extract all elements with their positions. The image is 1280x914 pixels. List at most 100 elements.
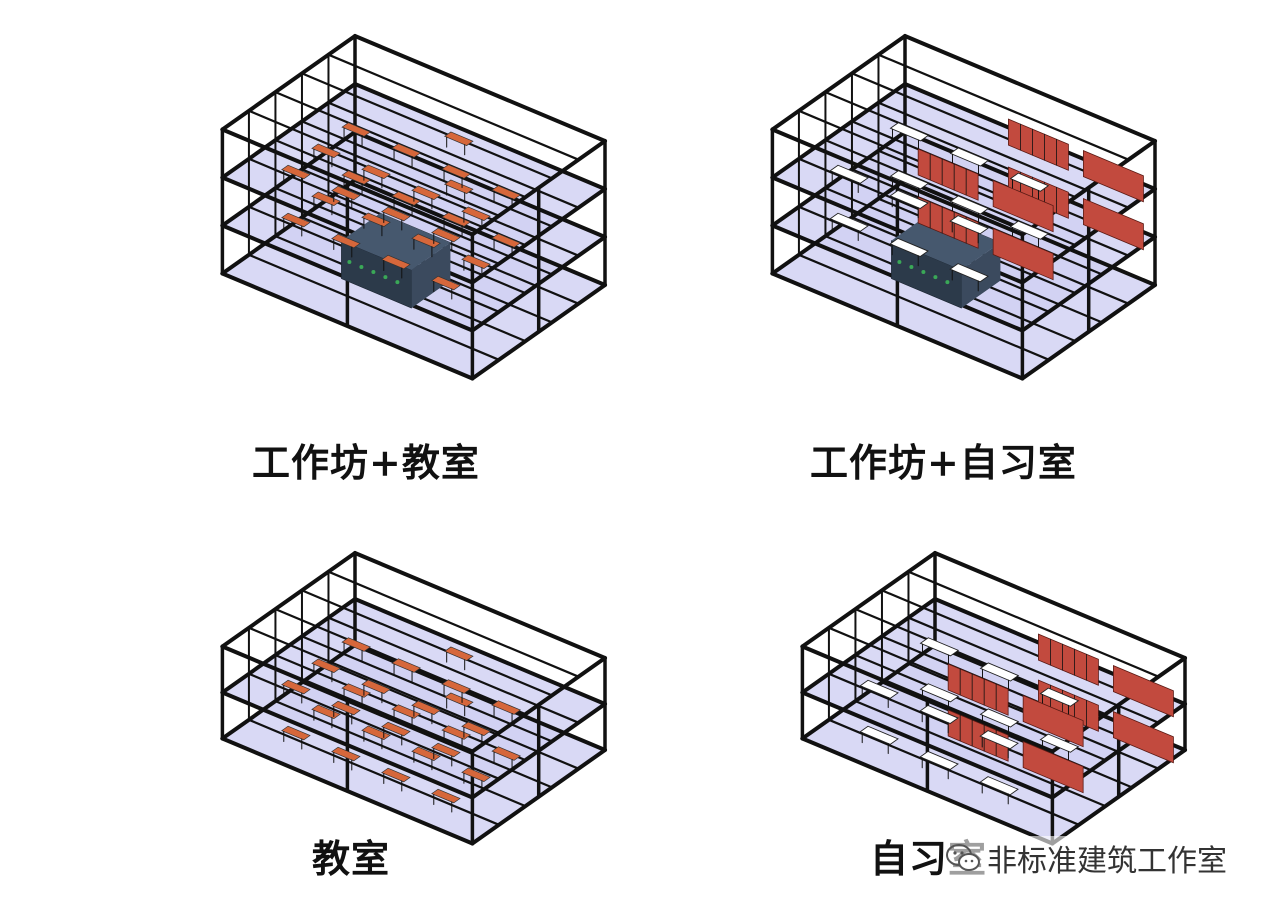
frame-beam xyxy=(353,34,607,143)
study-table xyxy=(859,725,899,745)
desk xyxy=(281,212,311,228)
machine-light xyxy=(921,270,926,275)
desk xyxy=(391,143,422,158)
desk xyxy=(311,658,341,674)
watermark-text: 非标准建筑工作室 xyxy=(987,844,1227,879)
frame-beam xyxy=(220,178,357,276)
desk xyxy=(331,185,361,201)
study-table xyxy=(1009,172,1050,192)
frame-beam xyxy=(827,718,1081,826)
frame-beam xyxy=(800,643,937,741)
desk xyxy=(361,679,391,695)
desk xyxy=(381,767,411,783)
machine-light xyxy=(395,280,400,285)
frame-beam xyxy=(770,34,907,132)
axonometric-studyroom xyxy=(770,520,1187,846)
desk xyxy=(311,191,341,207)
desk xyxy=(411,233,441,249)
desk xyxy=(381,721,411,737)
desk xyxy=(443,179,474,194)
desk xyxy=(411,185,441,201)
study-table xyxy=(889,122,930,142)
frame-beam xyxy=(800,597,937,695)
bookshelf xyxy=(1022,694,1084,748)
frame-beam xyxy=(300,72,554,180)
bookshelf xyxy=(1113,710,1174,764)
machine-light xyxy=(909,265,914,269)
study-table xyxy=(859,679,899,699)
study-table xyxy=(949,263,989,283)
desk xyxy=(341,637,372,652)
desk xyxy=(311,143,341,159)
study-table xyxy=(1039,687,1080,707)
machine-light xyxy=(945,280,950,285)
study-table xyxy=(979,776,1019,796)
desk xyxy=(381,206,411,222)
bookshelf xyxy=(1038,633,1099,686)
study-table xyxy=(889,170,930,190)
study-table xyxy=(889,189,929,210)
desk xyxy=(443,131,474,146)
machine-light xyxy=(347,259,352,264)
frame-beam xyxy=(220,34,357,132)
study-table xyxy=(1009,220,1050,240)
desk xyxy=(331,700,361,716)
study-table xyxy=(979,662,1020,682)
frame-beam xyxy=(247,672,501,780)
frame-beam xyxy=(247,626,501,734)
desk xyxy=(491,185,522,200)
desk xyxy=(391,658,422,673)
axonometric-drawing xyxy=(800,551,1187,846)
desk xyxy=(391,704,422,719)
study-table xyxy=(1039,733,1080,753)
frame-beam xyxy=(770,130,907,228)
frame-beam xyxy=(220,643,357,741)
desk xyxy=(491,233,522,248)
bookshelf xyxy=(917,148,979,201)
frame-beam xyxy=(220,82,357,180)
frame-beam xyxy=(797,253,1051,361)
panel-caption-3: 教室 xyxy=(312,836,391,881)
desk xyxy=(443,646,474,661)
frame-beam xyxy=(247,718,501,826)
watermark: 非标准建筑工作室 xyxy=(945,836,1227,880)
machine-light xyxy=(359,265,364,269)
machine-light xyxy=(383,275,388,280)
study-table xyxy=(919,750,959,771)
axonometric-drawing xyxy=(220,34,607,381)
study-table xyxy=(919,637,960,657)
desk xyxy=(331,746,361,762)
desk xyxy=(431,742,461,758)
axonometric-workshop-studyroom xyxy=(740,34,1157,390)
desk xyxy=(461,721,491,737)
bookshelf xyxy=(1083,197,1144,251)
study-table xyxy=(829,164,869,184)
desk xyxy=(311,704,341,720)
desk xyxy=(361,725,391,741)
axonometric-workshop-classroom xyxy=(190,34,607,390)
bookshelf xyxy=(1008,118,1069,171)
axonometric-classroom xyxy=(190,520,607,846)
frame-beam xyxy=(770,178,907,276)
study-table xyxy=(949,195,990,215)
frame-beam xyxy=(907,570,1160,678)
desk xyxy=(441,679,472,694)
desk xyxy=(431,275,461,291)
bookshelf xyxy=(1113,664,1174,718)
study-table xyxy=(889,237,929,258)
panel-caption-1: 工作坊+教室 xyxy=(252,440,480,485)
desk xyxy=(443,692,474,707)
study-table xyxy=(919,704,959,725)
frame-beam xyxy=(327,53,580,161)
frame-beam xyxy=(770,82,907,180)
frame-beam xyxy=(247,157,501,265)
desk xyxy=(281,725,311,741)
desk xyxy=(461,254,491,270)
desk xyxy=(281,164,311,180)
desk xyxy=(361,164,391,180)
frame-beam xyxy=(933,551,1187,660)
desk xyxy=(331,233,361,249)
desk xyxy=(411,700,441,716)
desk xyxy=(441,212,472,227)
machine-light xyxy=(371,270,376,275)
